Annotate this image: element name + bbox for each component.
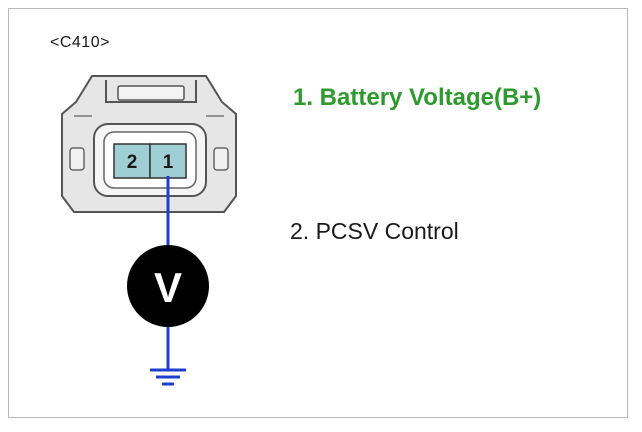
pin-1-number: 1 — [163, 152, 174, 173]
pin-2-description: 2. PCSV Control — [290, 218, 459, 244]
connector-right-shoulder — [213, 147, 229, 171]
pin-2-cell — [113, 143, 151, 179]
connector-lock-tab — [105, 80, 197, 103]
voltmeter-symbol: V — [154, 264, 182, 311]
connector-lock-latch — [117, 85, 185, 101]
voltmeter-icon — [127, 245, 209, 327]
ground-symbol-icon — [150, 368, 186, 386]
pin-2-number: 2 — [127, 152, 138, 173]
connector-left-shoulder — [69, 147, 85, 171]
pin-1-description: 1. Battery Voltage(B+) — [293, 84, 542, 111]
connector-id-label: <C410> — [50, 34, 110, 51]
